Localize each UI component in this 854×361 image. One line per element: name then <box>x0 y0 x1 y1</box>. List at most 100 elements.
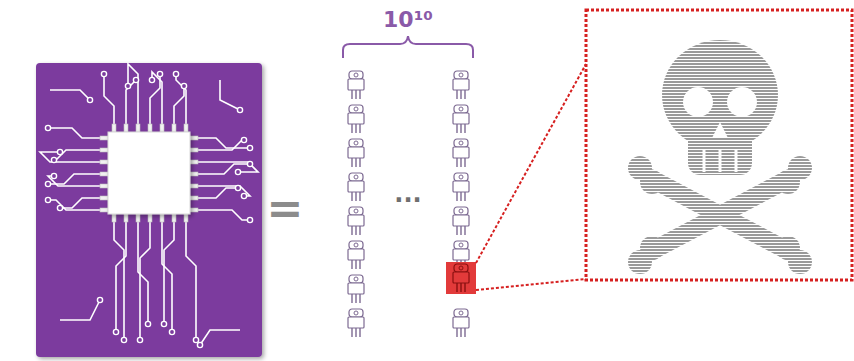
faulty-transistor <box>453 264 469 292</box>
transistor-icon <box>453 309 469 337</box>
trace-pad <box>247 145 252 150</box>
chip-pin <box>136 124 140 132</box>
circuit-trace <box>126 80 136 126</box>
transistor-icon <box>348 139 364 167</box>
trace-pad <box>241 137 246 142</box>
chip-pin <box>160 124 164 132</box>
circuit-trace <box>176 74 186 126</box>
chip-pin <box>190 172 198 176</box>
chip-pin <box>100 160 108 164</box>
chip-pin <box>190 208 198 212</box>
trace-pad <box>247 161 252 166</box>
chip-pin <box>184 214 188 222</box>
trace-pad <box>87 97 92 102</box>
chip-pin <box>100 208 108 212</box>
chip-pin <box>190 160 198 164</box>
chip-pin <box>112 214 116 222</box>
trace-pad <box>101 71 106 76</box>
skull-crossbones <box>628 40 812 274</box>
callout-box <box>586 10 852 280</box>
trace-pad <box>181 83 186 88</box>
circuit-trace <box>48 200 102 210</box>
trace-pad <box>45 197 50 202</box>
chip-pins <box>100 124 198 222</box>
chip-pin <box>124 124 128 132</box>
trace-pad <box>193 337 198 342</box>
trace-pad <box>45 125 50 130</box>
circuit-trace <box>174 86 184 126</box>
trace-pad <box>133 77 138 82</box>
chip-pin <box>100 184 108 188</box>
circuit-trace <box>54 150 102 160</box>
trace-pad <box>247 217 252 222</box>
trace-pad <box>51 173 56 178</box>
circuit-trace <box>196 188 238 198</box>
trace-pad <box>161 321 166 326</box>
transistor-icon <box>348 71 364 99</box>
trace-pad <box>235 185 240 190</box>
circuit-trace <box>140 220 150 340</box>
circuit-trace <box>48 128 102 138</box>
transistor-columns <box>348 71 469 337</box>
trace-pad <box>157 71 162 76</box>
trace-pad <box>125 83 130 88</box>
trace-pad <box>57 149 62 154</box>
trace-pad <box>45 181 50 186</box>
circuit-trace <box>60 198 102 208</box>
transistor-icon <box>453 71 469 99</box>
transistor-icon <box>453 173 469 201</box>
chip-pin <box>160 214 164 222</box>
trace-pad <box>51 157 56 162</box>
transistor-icon <box>453 207 469 235</box>
circuit-trace <box>40 152 102 162</box>
transistor-icon <box>453 139 469 167</box>
chip-pin <box>100 172 108 176</box>
transistor-icon <box>348 207 364 235</box>
trace-pad <box>145 321 150 326</box>
callout-line <box>476 279 586 290</box>
trace-pad <box>241 193 246 198</box>
chip-body <box>108 132 190 214</box>
transistor-icon <box>348 173 364 201</box>
chip-pin <box>148 214 152 222</box>
circuit-trace <box>116 220 126 332</box>
trace-pad <box>149 77 154 82</box>
chip-pin <box>124 214 128 222</box>
circuit-trace <box>164 220 174 324</box>
callout-line <box>476 64 586 263</box>
transistor-icon <box>348 275 364 303</box>
chip-pin <box>136 214 140 222</box>
transistor-icon <box>348 105 364 133</box>
transistor-icon <box>453 105 469 133</box>
circuit-trace <box>60 300 100 320</box>
faulty-transistor-highlight <box>446 262 476 294</box>
chip-pin <box>172 214 176 222</box>
trace-pad <box>57 205 62 210</box>
chip-pin <box>190 196 198 200</box>
chip-pin <box>184 124 188 132</box>
circuit-trace <box>200 330 240 345</box>
trace-pad <box>169 329 174 334</box>
count-label: 10¹⁰ <box>383 9 433 31</box>
ellipsis: ··· <box>394 188 421 212</box>
circuit-board <box>36 63 262 357</box>
bracket <box>343 36 473 58</box>
trace-pad <box>237 107 242 112</box>
circuit-trace <box>150 74 160 126</box>
circuit-trace <box>196 164 250 174</box>
chip-pin <box>190 184 198 188</box>
trace-pad <box>137 337 142 342</box>
circuit-trace <box>196 140 244 150</box>
equals-sign: = <box>267 186 304 230</box>
trace-pad <box>235 169 240 174</box>
circuit-trace <box>48 174 102 184</box>
chip-pin <box>148 124 152 132</box>
transistor-icon <box>348 309 364 337</box>
chip-pin <box>190 148 198 152</box>
circuit-traces <box>40 64 258 348</box>
chip-pin <box>100 148 108 152</box>
transistor-icon <box>348 241 364 269</box>
circuit-trace <box>186 220 196 340</box>
chip-pin <box>190 136 198 140</box>
